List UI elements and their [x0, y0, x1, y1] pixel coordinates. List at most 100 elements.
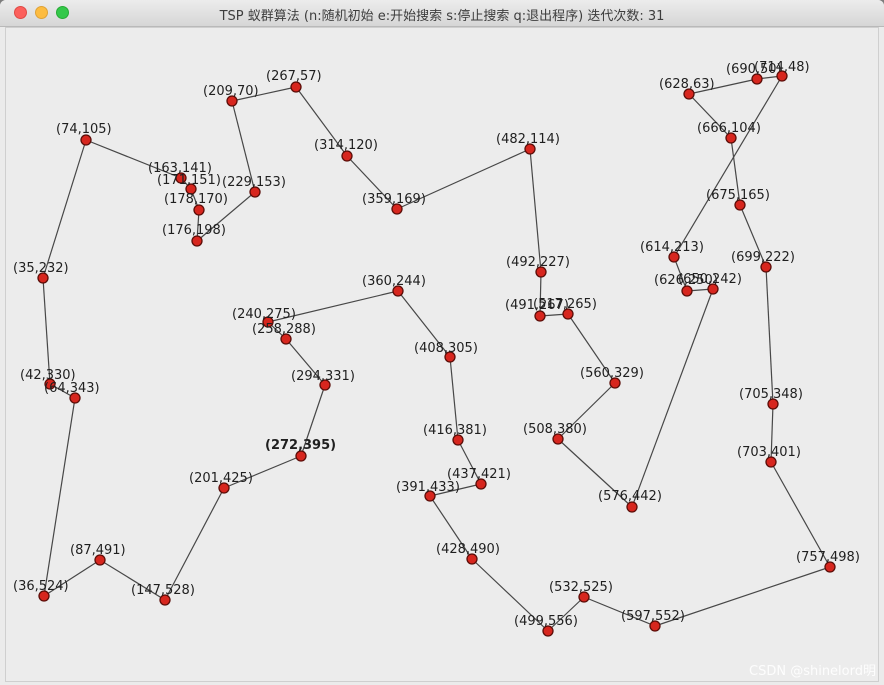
- city-marker: [44, 378, 56, 390]
- city-marker: [392, 285, 404, 297]
- route-segment: [471, 558, 549, 632]
- city-coordinate-label: (532,525): [549, 580, 613, 595]
- city-node: (314,120): [314, 138, 378, 162]
- city-marker: [578, 591, 590, 603]
- route-segment: [397, 290, 451, 358]
- city-node: (64,343): [44, 381, 100, 404]
- city-marker: [218, 482, 230, 494]
- city-marker: [80, 134, 92, 146]
- city-node: (517,265): [533, 297, 597, 320]
- city-node: (437,421): [447, 467, 511, 490]
- city-node: (705,348): [739, 387, 803, 410]
- city-node: (714,48): [754, 60, 810, 82]
- city-coordinate-label: (499,556): [514, 614, 578, 629]
- city-marker: [159, 594, 171, 606]
- route-segment: [557, 438, 633, 508]
- route-segment: [164, 487, 225, 601]
- route-segment: [631, 288, 714, 508]
- city-coordinate-label: (428,490): [436, 542, 500, 557]
- route-segment: [739, 204, 767, 268]
- city-marker: [94, 554, 106, 566]
- city-coordinate-label: (201,425): [189, 471, 253, 486]
- route-segment: [231, 86, 297, 102]
- route-segment: [567, 313, 616, 384]
- route-segment: [42, 277, 51, 385]
- city-node: (391,433): [396, 480, 460, 502]
- window-title: TSP 蚁群算法 (n:随机初始 e:开始搜索 s:停止搜索 q:退出程序) 迭…: [219, 9, 665, 24]
- city-coordinate-label: (408,305): [414, 341, 478, 356]
- city-node: (628,63): [659, 77, 715, 100]
- city-marker: [452, 434, 464, 446]
- city-coordinate-label: (35,232): [13, 261, 69, 276]
- city-node: (508,380): [523, 422, 587, 445]
- city-node: (666,104): [697, 121, 761, 144]
- zoom-window-button[interactable]: [56, 6, 69, 19]
- route-segment: [429, 483, 482, 497]
- route-segment: [231, 100, 256, 193]
- city-node: (176,198): [162, 223, 226, 247]
- city-coordinate-label: (87,491): [70, 543, 126, 558]
- city-node: (675,165): [706, 188, 770, 211]
- city-node: (626,250): [654, 273, 718, 297]
- city-marker: [290, 81, 302, 93]
- city-coordinate-label: (360,244): [362, 274, 426, 289]
- city-marker: [466, 553, 478, 565]
- route-segment: [43, 397, 76, 597]
- city-coordinate-label: (517,265): [533, 297, 597, 312]
- city-coordinate-label: (614,213): [640, 240, 704, 255]
- city-coordinate-label: (171,151): [157, 173, 221, 188]
- route-segment: [346, 155, 398, 210]
- city-node: (42,330): [20, 368, 76, 390]
- city-marker: [562, 308, 574, 320]
- city-coordinate-label: (699,222): [731, 250, 795, 265]
- close-window-button[interactable]: [14, 6, 27, 19]
- city-marker: [475, 478, 487, 490]
- city-node: (272,395): [265, 438, 336, 462]
- city-coordinate-label: (597,552): [621, 609, 685, 624]
- city-node: (492,227): [506, 255, 570, 278]
- city-node: (74,105): [56, 122, 112, 146]
- city-marker: [534, 310, 546, 322]
- city-node: (258,288): [252, 322, 316, 345]
- route-segment: [673, 75, 783, 258]
- city-coordinate-label: (416,381): [423, 423, 487, 438]
- city-coordinate-label: (64,343): [44, 381, 100, 396]
- city-coordinate-label: (482,114): [496, 132, 560, 147]
- watermark: CSDN @shinelord明: [749, 664, 876, 679]
- route-segment: [688, 78, 758, 95]
- city-coordinate-label: (229,153): [222, 175, 286, 190]
- route-segment: [196, 191, 256, 242]
- route-segment: [223, 455, 302, 489]
- city-coordinate-label: (294,331): [291, 369, 355, 384]
- title-bar[interactable]: TSP 蚁群算法 (n:随机初始 e:开始搜索 s:停止搜索 q:退出程序) 迭…: [0, 0, 884, 27]
- city-coordinate-label: (666,104): [697, 121, 761, 136]
- city-marker: [626, 501, 638, 513]
- city-node: (416,381): [423, 423, 487, 446]
- route-segment: [285, 338, 326, 386]
- city-coordinate-label: (240,275): [232, 307, 296, 322]
- city-node: (576,442): [598, 489, 662, 513]
- city-coordinate-label: (491,267): [505, 298, 569, 313]
- city-coordinate-label: (703,401): [737, 445, 801, 460]
- city-coordinate-label: (258,288): [252, 322, 316, 337]
- city-marker: [649, 620, 661, 632]
- route-segment: [547, 596, 585, 632]
- city-coordinate-label: (209,70): [203, 84, 259, 99]
- city-node: (482,114): [496, 132, 560, 155]
- route-segment: [539, 271, 542, 317]
- route-segment: [43, 559, 101, 597]
- city-node: (229,153): [222, 175, 286, 198]
- city-coordinate-label: (508,380): [523, 422, 587, 437]
- route-segment: [654, 566, 831, 627]
- route-segment: [42, 139, 87, 279]
- city-marker: [37, 272, 49, 284]
- city-node: (428,490): [436, 542, 500, 565]
- city-node: (240,275): [232, 307, 296, 328]
- city-marker: [765, 456, 777, 468]
- city-marker: [707, 283, 719, 295]
- city-marker: [542, 625, 554, 637]
- city-node: (147,528): [131, 583, 195, 606]
- minimize-window-button[interactable]: [35, 6, 48, 19]
- city-node: (703,401): [737, 445, 801, 468]
- route-segment: [529, 148, 542, 273]
